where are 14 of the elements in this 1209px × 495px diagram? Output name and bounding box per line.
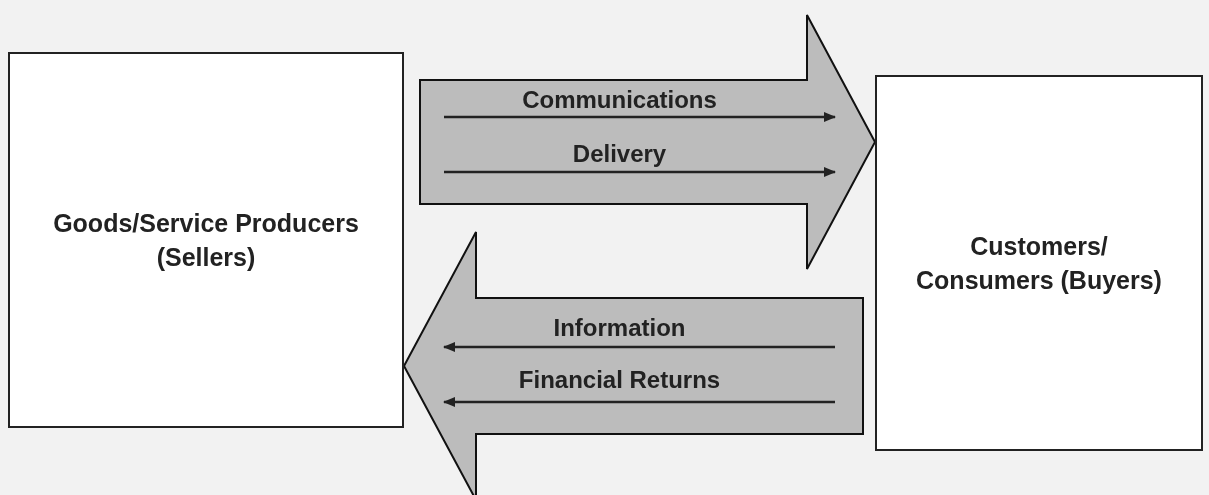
box — [875, 75, 1203, 451]
block-arrow — [402, 231, 864, 495]
edge-label: Information — [553, 314, 686, 342]
edge-label: Communications — [522, 86, 717, 114]
arrow — [444, 112, 836, 122]
box-label: Goods/Service Producers (Sellers) — [52, 208, 360, 273]
box — [8, 52, 404, 428]
arrow — [444, 167, 836, 177]
edge-label: Financial Returns — [518, 366, 721, 394]
arrow — [443, 342, 835, 352]
arrow — [443, 397, 835, 407]
block-arrow — [419, 14, 877, 270]
edge-label: Delivery — [572, 140, 667, 168]
box-label: Customers/ Consumers (Buyers) — [915, 231, 1163, 296]
